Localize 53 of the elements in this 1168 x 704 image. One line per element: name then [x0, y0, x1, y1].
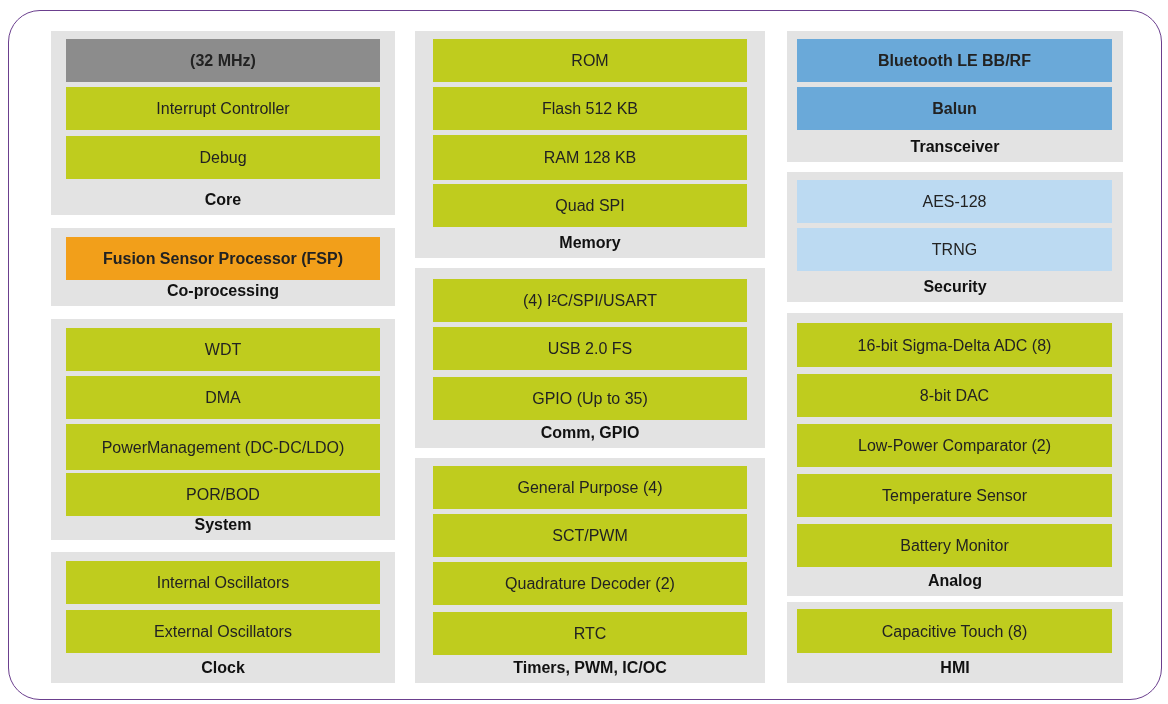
group-panel	[415, 458, 765, 683]
function-block: GPIO (Up to 35)	[433, 377, 747, 420]
group-panel	[787, 602, 1123, 683]
function-block: 8-bit DAC	[797, 374, 1112, 417]
function-block: 16-bit Sigma-Delta ADC (8)	[797, 323, 1112, 367]
security-block: TRNG	[797, 228, 1112, 271]
group-title: Comm, GPIO	[539, 424, 641, 442]
group-title: Co-processing	[166, 282, 280, 300]
group-panel	[787, 31, 1123, 162]
function-block: DMA	[66, 376, 380, 419]
function-block: General Purpose (4)	[433, 466, 747, 509]
function-block: ROM	[433, 39, 747, 82]
group-title: Security	[922, 278, 988, 296]
function-block: RTC	[433, 612, 747, 655]
group-title: Analog	[926, 572, 984, 590]
group-title: System	[193, 516, 253, 534]
radio-block: Balun	[797, 87, 1112, 130]
function-block: SCT/PWM	[433, 514, 747, 557]
radio-block: Bluetooth LE BB/RF	[797, 39, 1112, 82]
group-panel	[787, 172, 1123, 302]
function-block: Quad SPI	[433, 184, 747, 227]
group-title: Memory	[558, 234, 622, 252]
function-block: RAM 128 KB	[433, 135, 747, 180]
group-panel	[51, 228, 395, 306]
group-title: Clock	[200, 659, 246, 677]
function-block: Debug	[66, 136, 380, 179]
group-panel	[51, 319, 395, 540]
function-block: USB 2.0 FS	[433, 327, 747, 370]
function-block: External Oscillators	[66, 610, 380, 653]
function-block: PowerManagement (DC-DC/LDO)	[66, 424, 380, 470]
group-title: HMI	[939, 659, 971, 677]
function-block: Low-Power Comparator (2)	[797, 424, 1112, 467]
coprocessor-block: Fusion Sensor Processor (FSP)	[66, 237, 380, 280]
group-panel	[415, 31, 765, 258]
group-title: Transceiver	[909, 138, 1001, 156]
function-block: Interrupt Controller	[66, 87, 380, 130]
group-panel	[51, 552, 395, 683]
function-block: Temperature Sensor	[797, 474, 1112, 517]
group-panel	[415, 268, 765, 448]
group-panel	[51, 31, 395, 215]
group-title: Core	[203, 191, 243, 209]
group-panel	[787, 313, 1123, 596]
function-block: Flash 512 KB	[433, 87, 747, 130]
function-block: Battery Monitor	[797, 524, 1112, 567]
processor-block: (32 MHz)	[66, 39, 380, 82]
function-block: POR/BOD	[66, 473, 380, 516]
group-title: Timers, PWM, IC/OC	[512, 659, 668, 677]
function-block: Internal Oscillators	[66, 561, 380, 604]
function-block: (4) I²C/SPI/USART	[433, 279, 747, 322]
function-block: WDT	[66, 328, 380, 371]
function-block: Quadrature Decoder (2)	[433, 562, 747, 605]
security-block: AES-128	[797, 180, 1112, 223]
function-block: Capacitive Touch (8)	[797, 609, 1112, 653]
